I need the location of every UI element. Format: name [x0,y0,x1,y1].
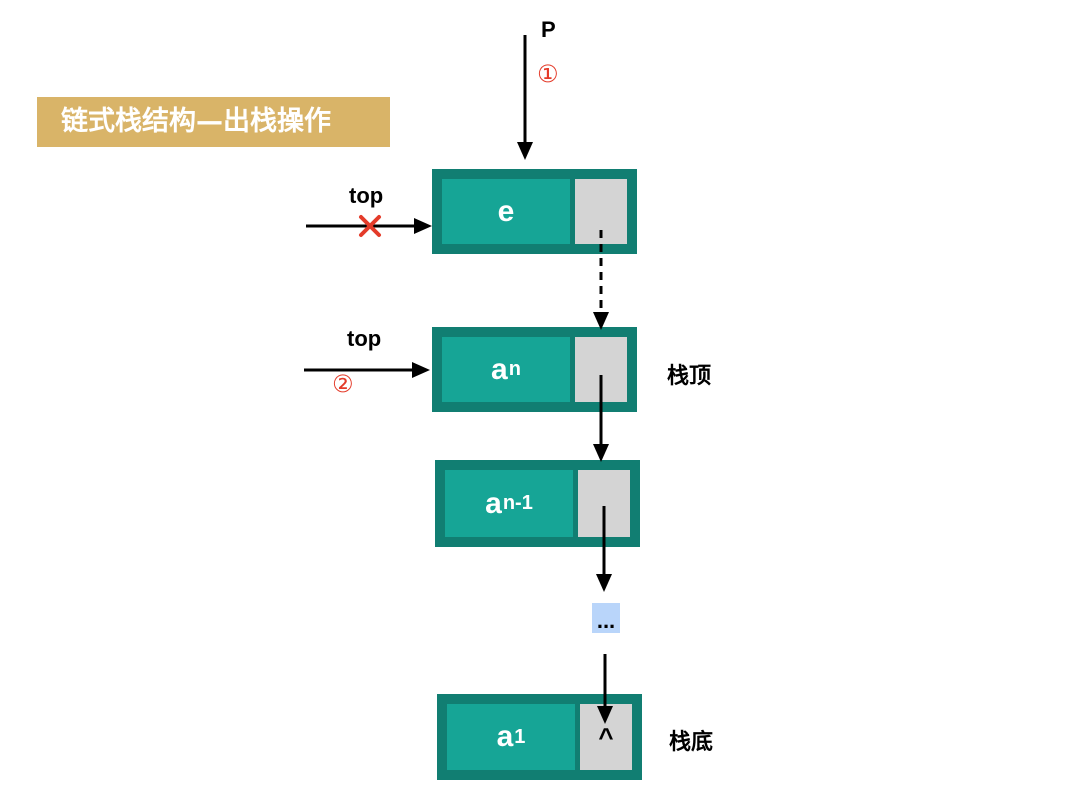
link-arrow-ellipsis [597,654,613,724]
stack-top-label: 栈顶 [667,364,712,389]
diagram-title: 链式栈结构—出栈操作 [37,97,390,147]
ellipsis-box: ... [592,603,620,633]
dashed-link-arrow [593,230,609,330]
old-top-label: top [349,183,384,208]
node-e: e [432,169,637,254]
pointer-p-label: P [541,17,556,42]
new-top-label: top [347,326,382,351]
link-arrow-an [593,375,609,462]
pointer-p-arrow [517,35,533,160]
node-e-value: e [497,194,515,228]
old-top-arrow [306,218,432,234]
cross-icon [359,215,381,237]
stack-bottom-label: 栈底 [669,730,714,755]
node-a1-subscript: 1 [514,725,526,748]
node-e-data: e [442,179,570,244]
node-an-subscript: n [508,358,521,380]
node-an-1-value: a [485,486,502,520]
node-an-1-subscript: n-1 [502,492,533,514]
link-arrow-an-1 [596,506,612,592]
node-an-value: a [491,352,508,386]
step-2-marker: ② [332,370,354,398]
new-top-arrow [304,362,430,378]
node-a1-value: a [496,720,514,753]
step-1-marker: ① [537,60,559,88]
